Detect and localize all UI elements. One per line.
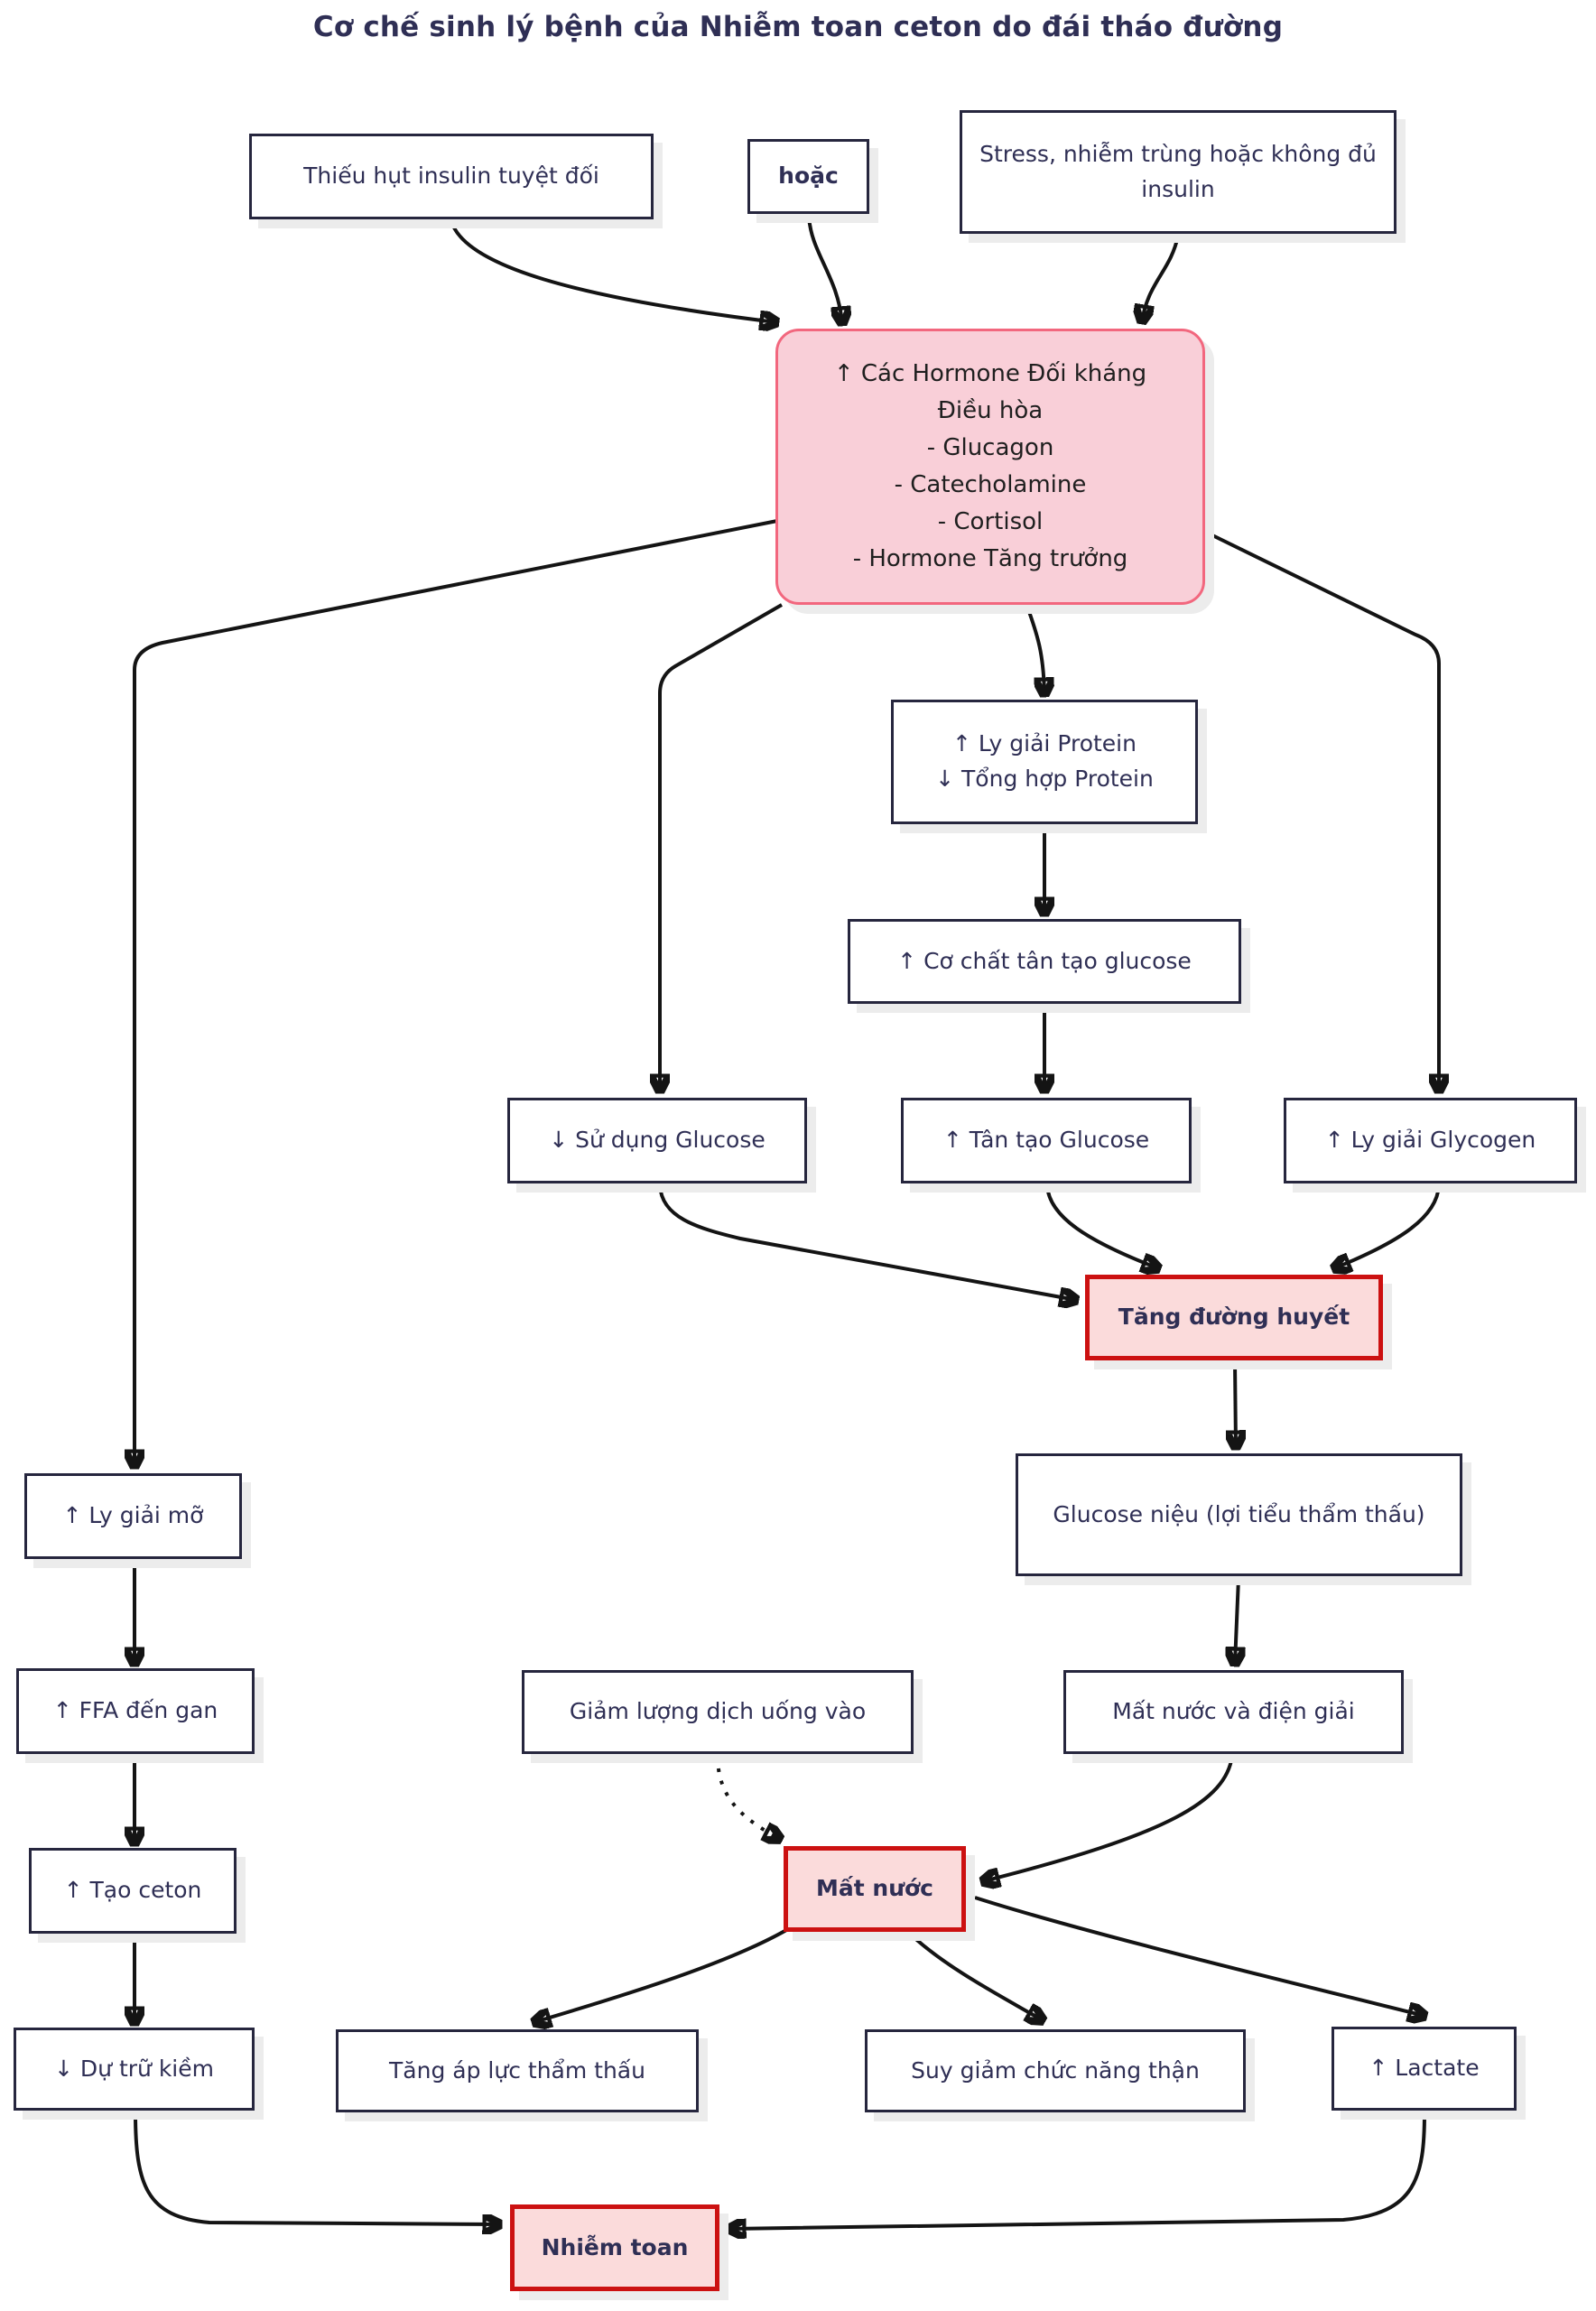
arrow-or-to-hormones [807,215,842,323]
arrow-glucose-use-to-hyperglycemia [658,1184,1076,1300]
arrow-water-loss-to-dehydration [983,1755,1234,1881]
node-hyperosmolality: Tăng áp lực thẩm thấu [336,2029,699,2112]
node-ffa-to-liver: ↑ FFA đến gan [16,1668,255,1754]
node-decreased-alkali-reserve: ↓ Dự trữ kiềm [14,2028,255,2111]
node-proteolysis: ↑ Ly giải Protein ↓ Tổng hợp Protein [891,700,1198,824]
arrow-dehydration-to-lactate [974,1896,1424,2016]
arrow-stress-to-hormones [1142,235,1180,321]
node-stress-infection: Stress, nhiễm trùng hoặc không đủ insuli… [960,110,1396,234]
arrow-hormones-to-glucose-use [660,603,783,1091]
diagram-title: Cơ chế sinh lý bệnh của Nhiễm toan ceton… [312,11,1284,43]
node-lipolysis: ↑ Ly giải mỡ [24,1473,242,1559]
node-glycogenolysis: ↑ Ly giải Glycogen [1284,1098,1577,1183]
node-acidosis: Nhiễm toan [510,2204,719,2291]
arrow-gluconeogenesis-to-hyperglycemia [1045,1184,1158,1268]
node-or: hoặc [747,139,869,214]
node-lactate: ↑ Lactate [1332,2027,1517,2111]
node-glycosuria: Glucose niệu (lợi tiểu thẩm thấu) [1016,1453,1462,1576]
arrow-glycosuria-to-water-loss [1235,1577,1239,1664]
arrow-dehydration-to-hyperosmolality [534,1925,794,2022]
arrow-insulin-deficiency-to-hormones [450,220,776,322]
arrow-hormones-to-glycogenolysis [1206,531,1439,1091]
node-gluconeogenesis: ↑ Tân tạo Glucose [901,1098,1192,1183]
node-reduced-fluid-intake: Giảm lượng dịch uống vào [522,1670,914,1754]
node-water-electrolyte-loss: Mất nước và điện giải [1063,1670,1404,1754]
node-insulin-deficiency: Thiếu hụt insulin tuyệt đối [249,134,654,219]
node-gluconeogenic-substrate: ↑ Cơ chất tân tạo glucose [848,919,1241,1004]
node-hyperglycemia: Tăng đường huyết [1085,1275,1383,1360]
arrow-lactate-to-acidosis [729,2111,1426,2229]
node-dehydration: Mất nước [784,1846,966,1932]
arrow-hormones-to-lipolysis [135,519,778,1466]
arrow-hormones-to-protein [1025,606,1044,694]
arrow-hyperglycemia-to-glycosuria [1235,1361,1236,1447]
arrow-alkali-to-acidosis [134,2111,499,2224]
arrow-glycogenolysis-to-hyperglycemia [1334,1184,1441,1268]
node-counter-regulatory-hormones: ↑ Các Hormone Đối kháng Điều hòa - Gluca… [775,329,1205,605]
node-decreased-glucose-use: ↓ Sử dụng Glucose [507,1098,807,1183]
arrow-fluid-intake-to-dehydration [716,1755,780,1839]
node-renal-impairment: Suy giảm chức năng thận [865,2029,1246,2112]
node-ketogenesis: ↑ Tạo ceton [29,1848,237,1934]
arrow-dehydration-to-renal-impairment [908,1932,1043,2020]
